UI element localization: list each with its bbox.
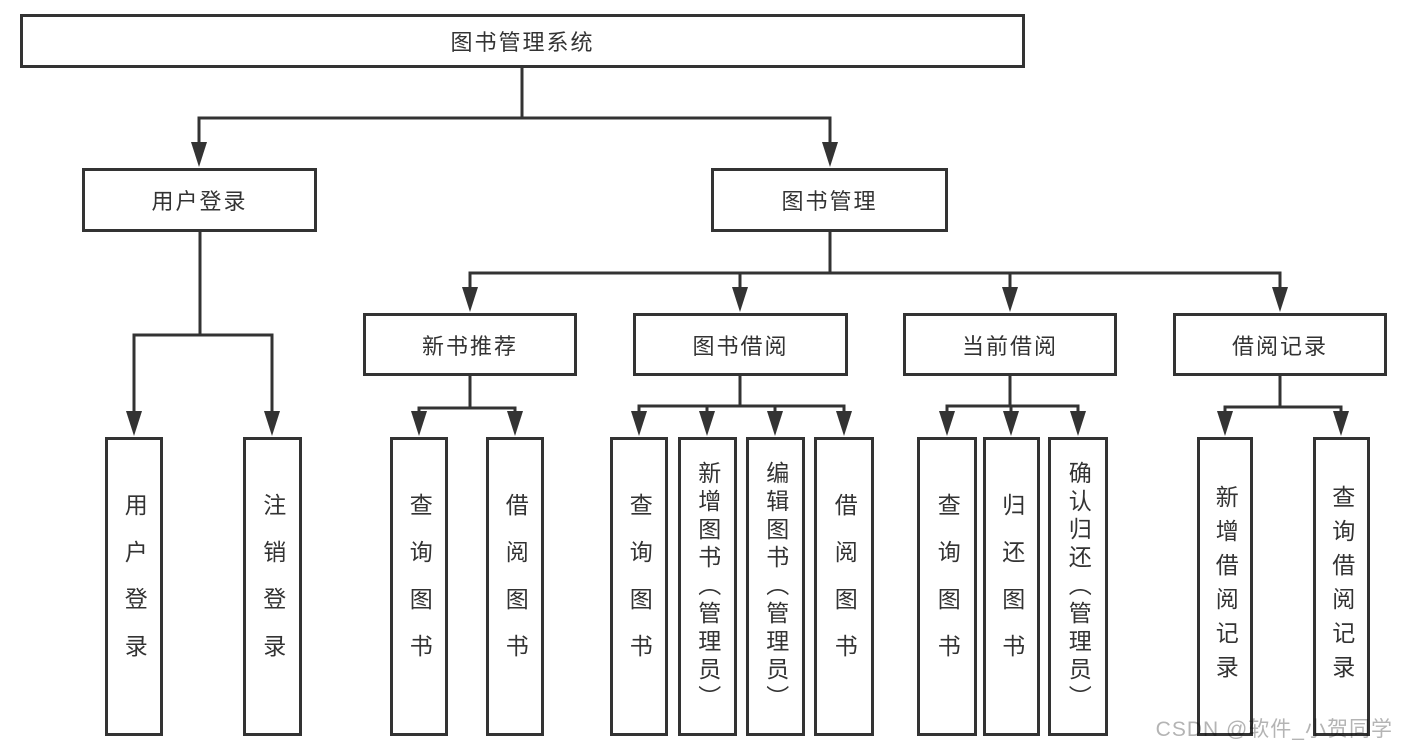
leaf-user-login: 用户登录 (105, 437, 163, 736)
leaf-borrowing-edit-book-admin: 编辑图书（管理员） (746, 437, 805, 736)
node-label: 借阅记录 (1231, 333, 1328, 359)
leaf-label: 借阅图书 (502, 492, 529, 681)
leaf-newbooks-query-books: 查询图书 (390, 437, 448, 736)
leaf-borrowing-borrow-books: 借阅图书 (814, 437, 874, 736)
node-current-borrowing: 当前借阅 (903, 313, 1117, 376)
node-book-borrowing: 图书借阅 (633, 313, 848, 376)
node-label: 新书推荐 (421, 333, 518, 359)
leaf-label: 新增借阅记录 (1212, 484, 1239, 689)
node-label: 图书管理系统 (450, 30, 595, 55)
leaf-logout-login: 注销登录 (243, 437, 302, 736)
node-user-login: 用户登录 (82, 168, 317, 232)
node-label: 当前借阅 (961, 333, 1058, 359)
node-library-system: 图书管理系统 (20, 14, 1025, 68)
node-label: 用户登录 (151, 189, 248, 214)
leaf-label: 查询图书 (626, 492, 653, 681)
leaf-label: 查询图书 (934, 492, 961, 681)
node-label: 图书管理 (781, 189, 878, 214)
leaf-label: 新增图书（管理员） (694, 460, 721, 713)
leaf-borrowing-add-book-admin: 新增图书（管理员） (678, 437, 737, 736)
node-new-book-recommendation: 新书推荐 (363, 313, 577, 376)
leaf-label: 确认归还（管理员） (1065, 460, 1092, 713)
leaf-label: 归还图书 (998, 492, 1025, 681)
node-label: 图书借阅 (692, 333, 789, 359)
leaf-label: 查询图书 (406, 492, 433, 681)
leaf-label: 借阅图书 (831, 492, 858, 681)
leaf-current-confirm-return-admin: 确认归还（管理员） (1048, 437, 1108, 736)
node-book-management: 图书管理 (711, 168, 948, 232)
csdn-watermark: CSDN @软件_小贺同学 (1155, 718, 1393, 741)
leaf-records-query-borrow-record: 查询借阅记录 (1313, 437, 1370, 736)
leaf-label: 编辑图书（管理员） (762, 460, 789, 713)
leaf-label: 注销登录 (259, 492, 286, 681)
leaf-label: 用户登录 (121, 492, 148, 681)
leaf-borrowing-query-books: 查询图书 (610, 437, 668, 736)
arrowheads (126, 142, 1349, 436)
leaf-label: 查询借阅记录 (1328, 484, 1355, 689)
leaf-records-add-borrow-record: 新增借阅记录 (1197, 437, 1253, 736)
leaf-current-query-books: 查询图书 (917, 437, 977, 736)
leaf-current-return-books: 归还图书 (983, 437, 1040, 736)
node-borrowing-records: 借阅记录 (1173, 313, 1387, 376)
leaf-newbooks-borrow-books: 借阅图书 (486, 437, 544, 736)
